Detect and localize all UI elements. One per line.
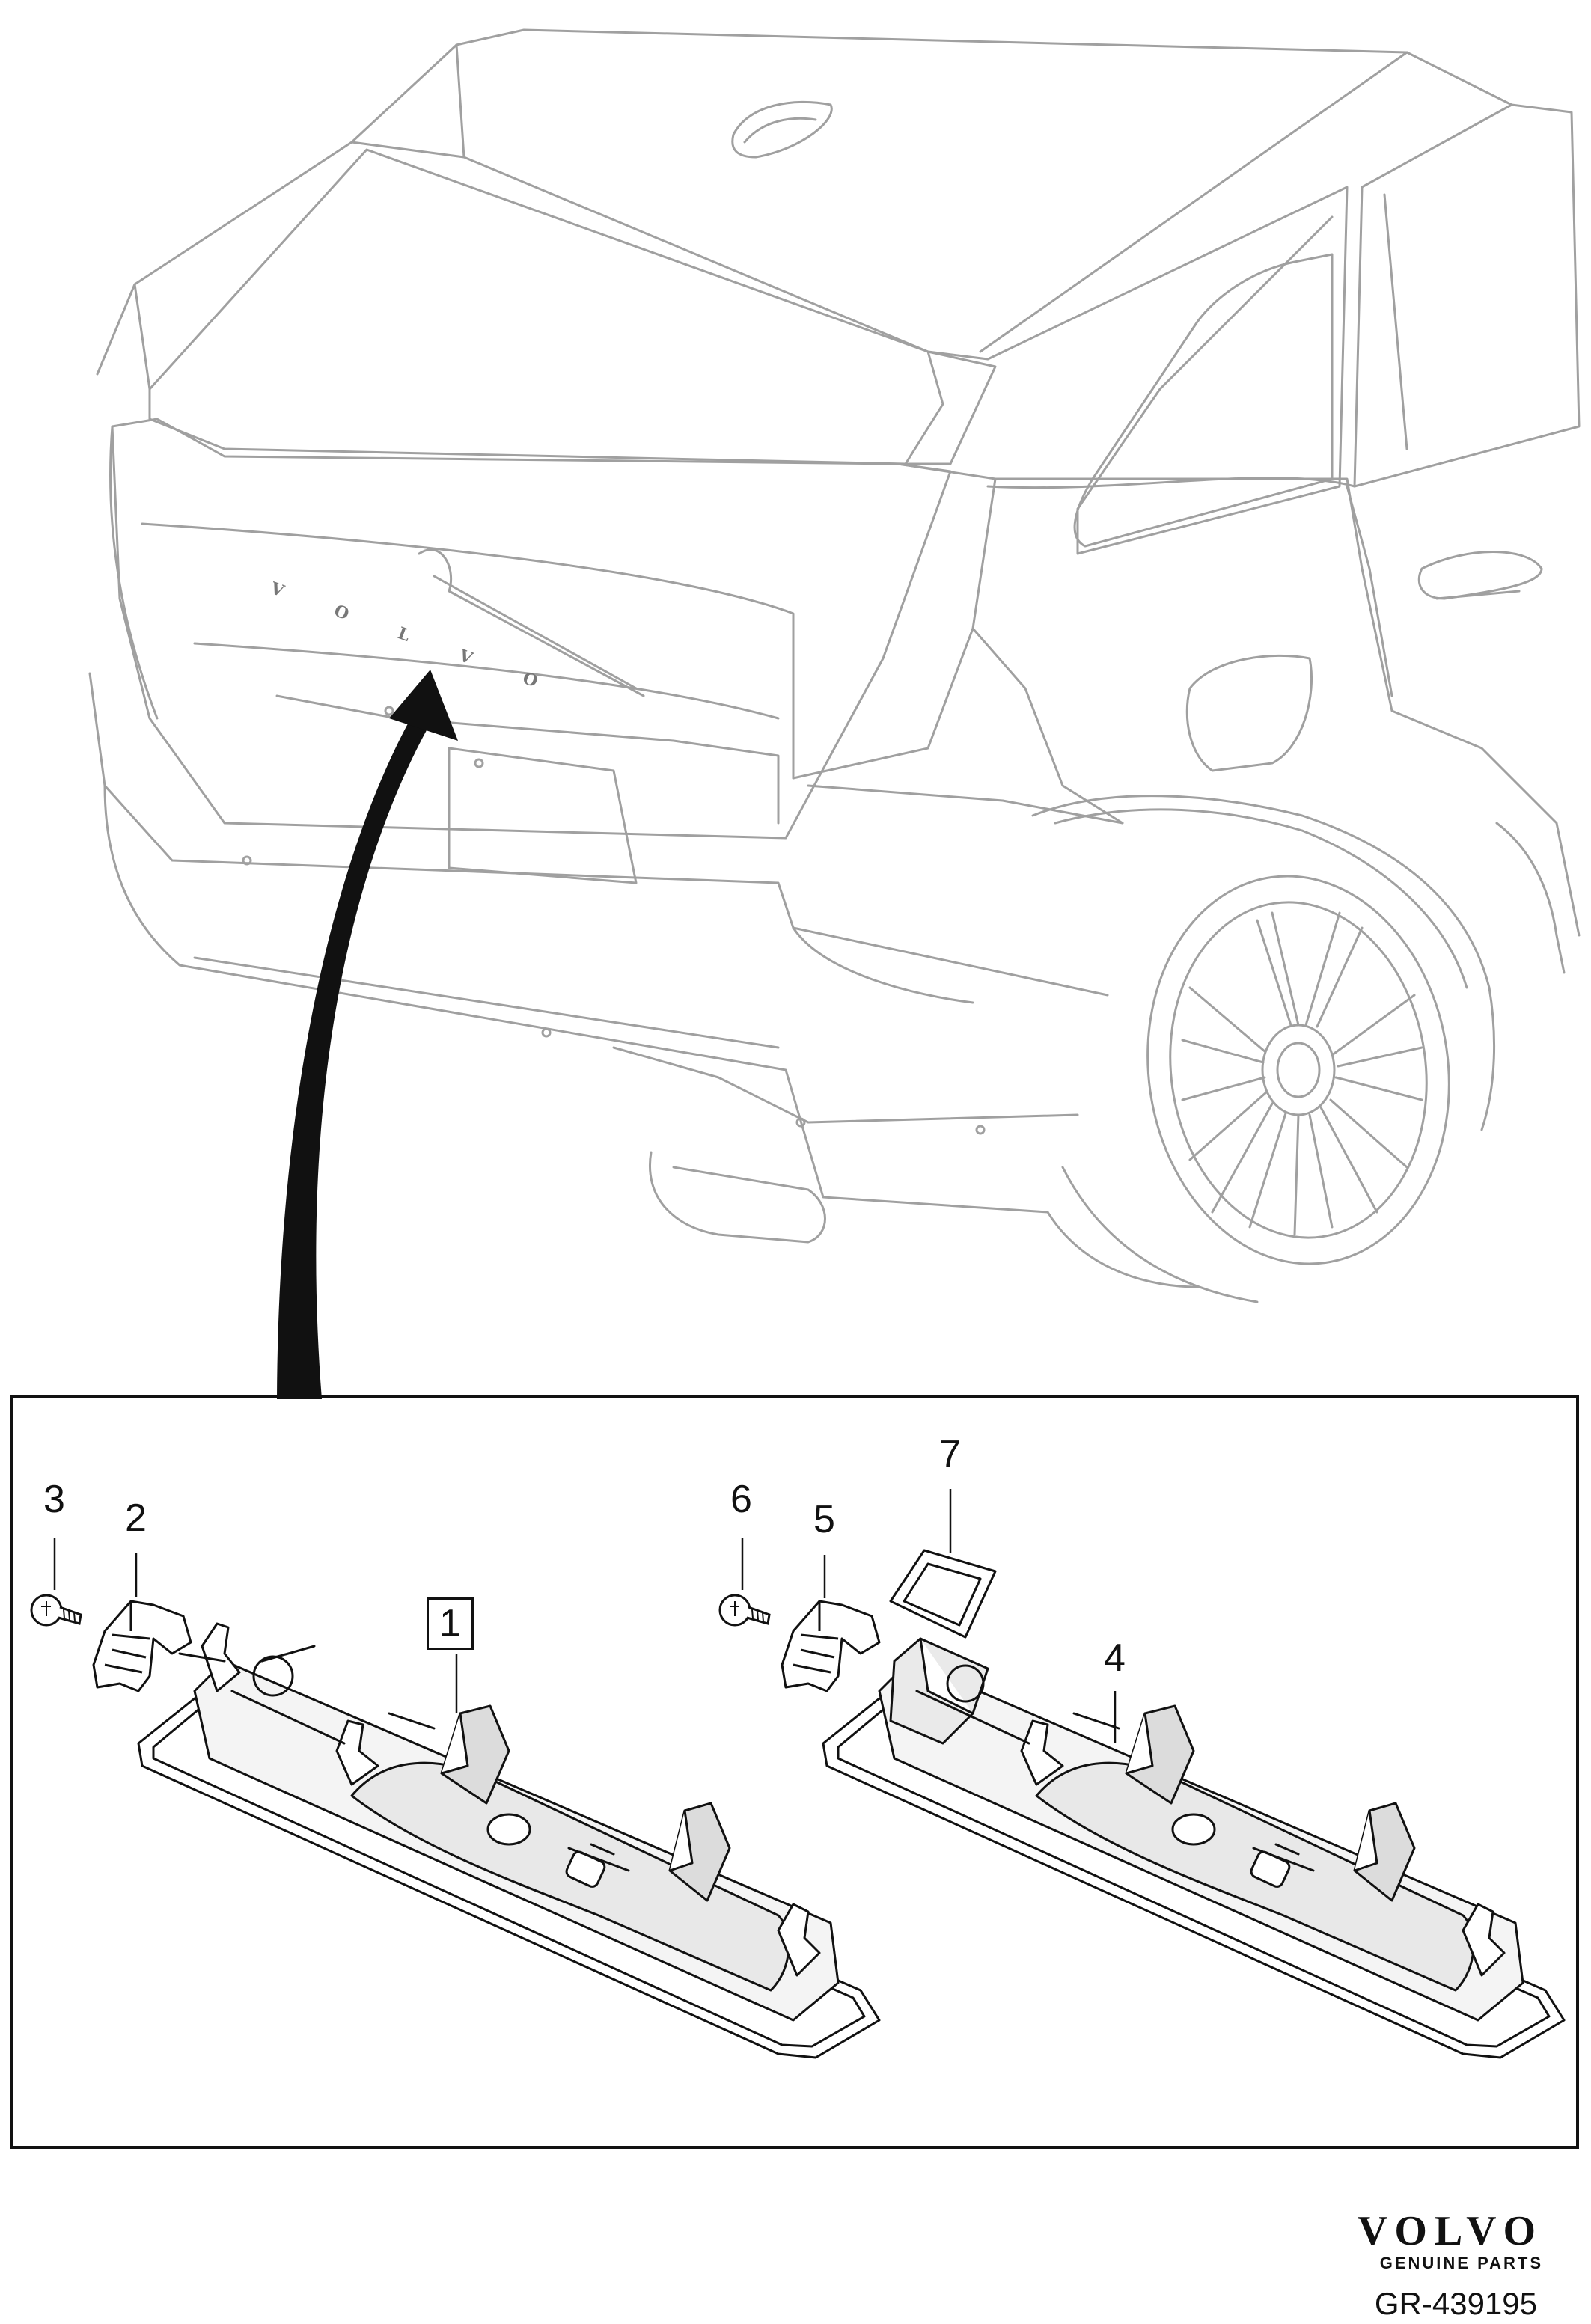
callout-6: 6 bbox=[730, 1478, 752, 1521]
svg-text:O: O bbox=[332, 601, 352, 624]
callout-1: 1 bbox=[427, 1597, 474, 1650]
callout-3: 3 bbox=[43, 1478, 65, 1521]
callout-5: 5 bbox=[813, 1498, 835, 1541]
license-lamp-left bbox=[137, 1622, 881, 2059]
leader-lines bbox=[53, 1489, 1117, 1743]
callout-4: 4 bbox=[1104, 1636, 1126, 1680]
drawing-reference: GR-439195 bbox=[1374, 2286, 1537, 2321]
brand-tagline: GENUINE PARTS bbox=[1379, 2254, 1543, 2272]
clip-right bbox=[781, 1600, 881, 1692]
license-lamp-right bbox=[822, 1637, 1566, 2059]
tailgate-emblem: V O L V O bbox=[267, 578, 540, 691]
location-arrow bbox=[277, 670, 458, 1399]
brand-logo: VOLVO GENUINE PARTS bbox=[1358, 2207, 1543, 2273]
detail-frame bbox=[10, 1395, 1579, 2149]
svg-text:O: O bbox=[520, 668, 540, 691]
clip-left bbox=[92, 1600, 192, 1692]
callout-7: 7 bbox=[939, 1433, 961, 1476]
svg-text:L: L bbox=[395, 623, 412, 646]
brand-wordmark: VOLVO bbox=[1358, 2208, 1543, 2254]
vehicle-outline bbox=[88, 28, 1581, 1303]
screw-right bbox=[718, 1594, 771, 1627]
screw-left bbox=[30, 1594, 82, 1627]
svg-text:V: V bbox=[267, 578, 287, 602]
callout-2: 2 bbox=[125, 1496, 147, 1540]
gasket bbox=[889, 1549, 997, 1639]
